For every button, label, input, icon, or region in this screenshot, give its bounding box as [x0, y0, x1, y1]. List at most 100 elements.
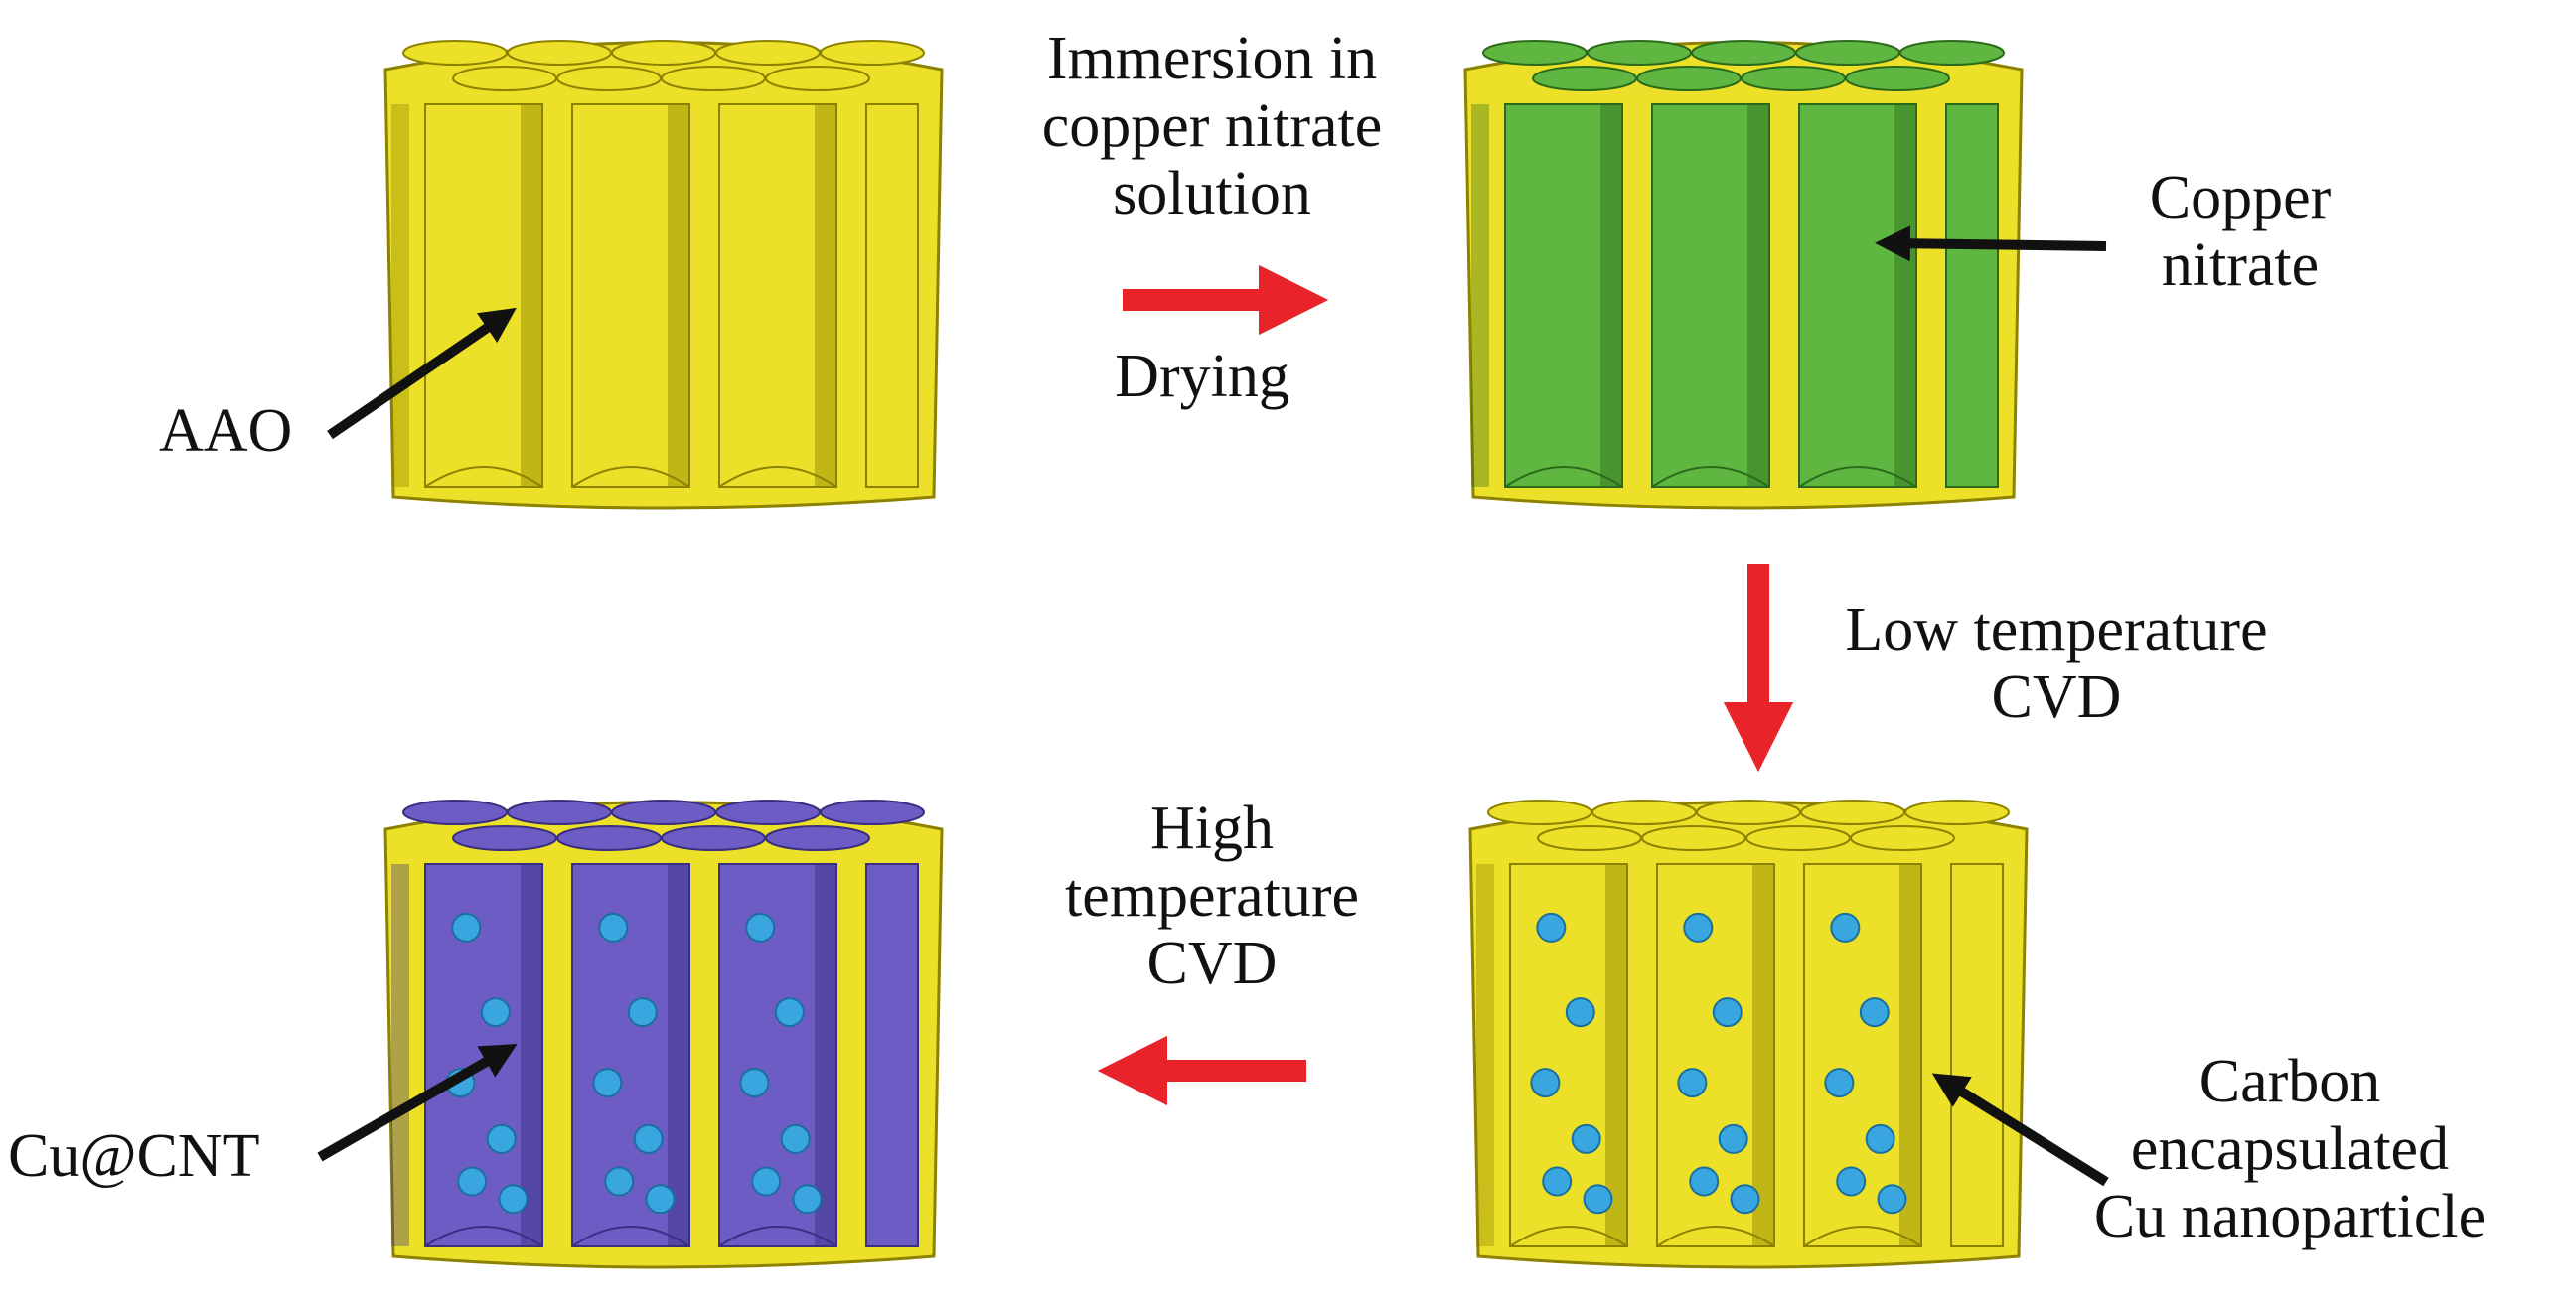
pointer-arrow-copper-nitrate [1875, 225, 2107, 262]
pore-opening [556, 825, 662, 851]
cu-nanoparticle [604, 1166, 635, 1197]
cu-nanoparticle [774, 997, 805, 1028]
cu-nanoparticle [1877, 1184, 1907, 1215]
pore-opening [1745, 825, 1851, 851]
pointer-arrow-cu-cnt [317, 1044, 518, 1162]
pore-opening [1795, 40, 1900, 66]
cu-nanoparticle [592, 1068, 623, 1098]
pore-opening [1591, 800, 1697, 825]
pore-opening [611, 800, 716, 825]
pore-opening [402, 40, 508, 66]
pore-channel-partial [1945, 103, 1999, 488]
cu-nanoparticle [1824, 1068, 1855, 1098]
cu-nanoparticle [1542, 1166, 1573, 1197]
pore-opening [1904, 800, 2010, 825]
pore-channel [718, 863, 837, 1247]
cu-nanoparticle [633, 1123, 664, 1154]
pore-opening [715, 40, 821, 66]
pore-opening [765, 66, 870, 91]
cu-nanoparticle [1830, 912, 1861, 943]
cu-nanoparticle [792, 1184, 823, 1215]
aao-membrane-cylinder [383, 40, 944, 510]
pore-opening [452, 66, 557, 91]
edge-shade [1476, 864, 1494, 1246]
pore-opening [661, 825, 766, 851]
label-cu-cnt: Cu@CNT [8, 1122, 260, 1190]
pore-opening [1532, 66, 1637, 91]
pore-opening [1487, 800, 1592, 825]
pore-channel [718, 103, 837, 488]
cu-nanoparticle [1536, 912, 1567, 943]
cu-nanoparticle [1571, 1123, 1601, 1154]
pore-opening [611, 40, 716, 66]
cu-nanoparticle [1677, 1068, 1708, 1098]
cu-nanoparticle [780, 1123, 811, 1154]
step-drying-label: Drying [1115, 343, 1289, 410]
edge-shade [391, 104, 409, 487]
cu-nanoparticle [451, 912, 482, 943]
cu-nanoparticle [1712, 997, 1743, 1028]
pore-opening [820, 40, 925, 66]
pore-opening [1845, 66, 1950, 91]
cu-nanoparticle [751, 1166, 782, 1197]
cu-nanoparticle [1530, 1068, 1561, 1098]
cu-nanoparticle [745, 912, 776, 943]
cu-nanoparticle [1859, 997, 1890, 1028]
pore-opening [452, 825, 557, 851]
pore-opening [556, 66, 662, 91]
step-immersion-label: Immersion in copper nitrate solution [1041, 25, 1383, 228]
cu-nanoparticle [457, 1166, 488, 1197]
edge-shade [391, 864, 409, 1246]
cu-nanoparticle [1583, 1184, 1613, 1215]
cu-nanoparticle [1565, 997, 1595, 1028]
cu-nanoparticle [1730, 1184, 1760, 1215]
pore-opening [507, 800, 612, 825]
edge-shade [1471, 104, 1489, 487]
pore-channel-partial [1950, 863, 2004, 1247]
pore-channel [1803, 863, 1922, 1247]
cu-nanoparticle [486, 1123, 517, 1154]
step-low-temperature-cvd-label: Low temperature CVD [1845, 596, 2268, 732]
pore-channel [1504, 103, 1623, 488]
pore-channel [571, 863, 690, 1247]
cu-nanoparticle [1689, 1166, 1720, 1197]
pore-opening [820, 800, 925, 825]
pore-channel [424, 863, 543, 1247]
cu-nanoparticle [1683, 912, 1714, 943]
pore-channel [1651, 103, 1770, 488]
pore-opening [765, 825, 870, 851]
pore-opening [1899, 40, 2005, 66]
pore-opening [1636, 66, 1742, 91]
label-aao: AAO [159, 397, 293, 465]
step-high-temperature-cvd-label: High temperature CVD [1064, 795, 1360, 998]
pore-opening [507, 40, 612, 66]
cu-nanoparticle [1718, 1123, 1748, 1154]
pore-opening [1800, 800, 1905, 825]
pore-channel [1656, 863, 1775, 1247]
pore-opening [661, 66, 766, 91]
label-carbon-encapsulated-cu-nanoparticle: Carbon encapsulated Cu nanoparticle [2093, 1048, 2487, 1251]
pointer-arrow-aao [327, 307, 517, 440]
copper-nitrate-filled-cylinder [1463, 40, 2024, 510]
pore-opening [1850, 825, 1955, 851]
cu-nanoparticle [645, 1184, 676, 1215]
pore-channel [1798, 103, 1917, 488]
pore-channel [424, 103, 543, 488]
pore-opening [1691, 40, 1796, 66]
cu-nanoparticle [1865, 1123, 1895, 1154]
pore-channel [571, 103, 690, 488]
pore-opening [1741, 66, 1846, 91]
pore-opening [402, 800, 508, 825]
pore-opening [715, 800, 821, 825]
cu-cnt-cylinder [383, 800, 944, 1269]
cu-nanoparticle [1836, 1166, 1867, 1197]
pore-opening [1482, 40, 1588, 66]
pore-opening [1537, 825, 1642, 851]
pointer-arrow-carbon-encapsulated [1931, 1073, 2109, 1187]
pore-opening [1696, 800, 1801, 825]
carbon-encapsulated-cu-cylinder [1468, 800, 2029, 1269]
pore-channel-partial [865, 863, 919, 1247]
cu-nanoparticle [480, 997, 511, 1028]
pore-channel [1509, 863, 1628, 1247]
